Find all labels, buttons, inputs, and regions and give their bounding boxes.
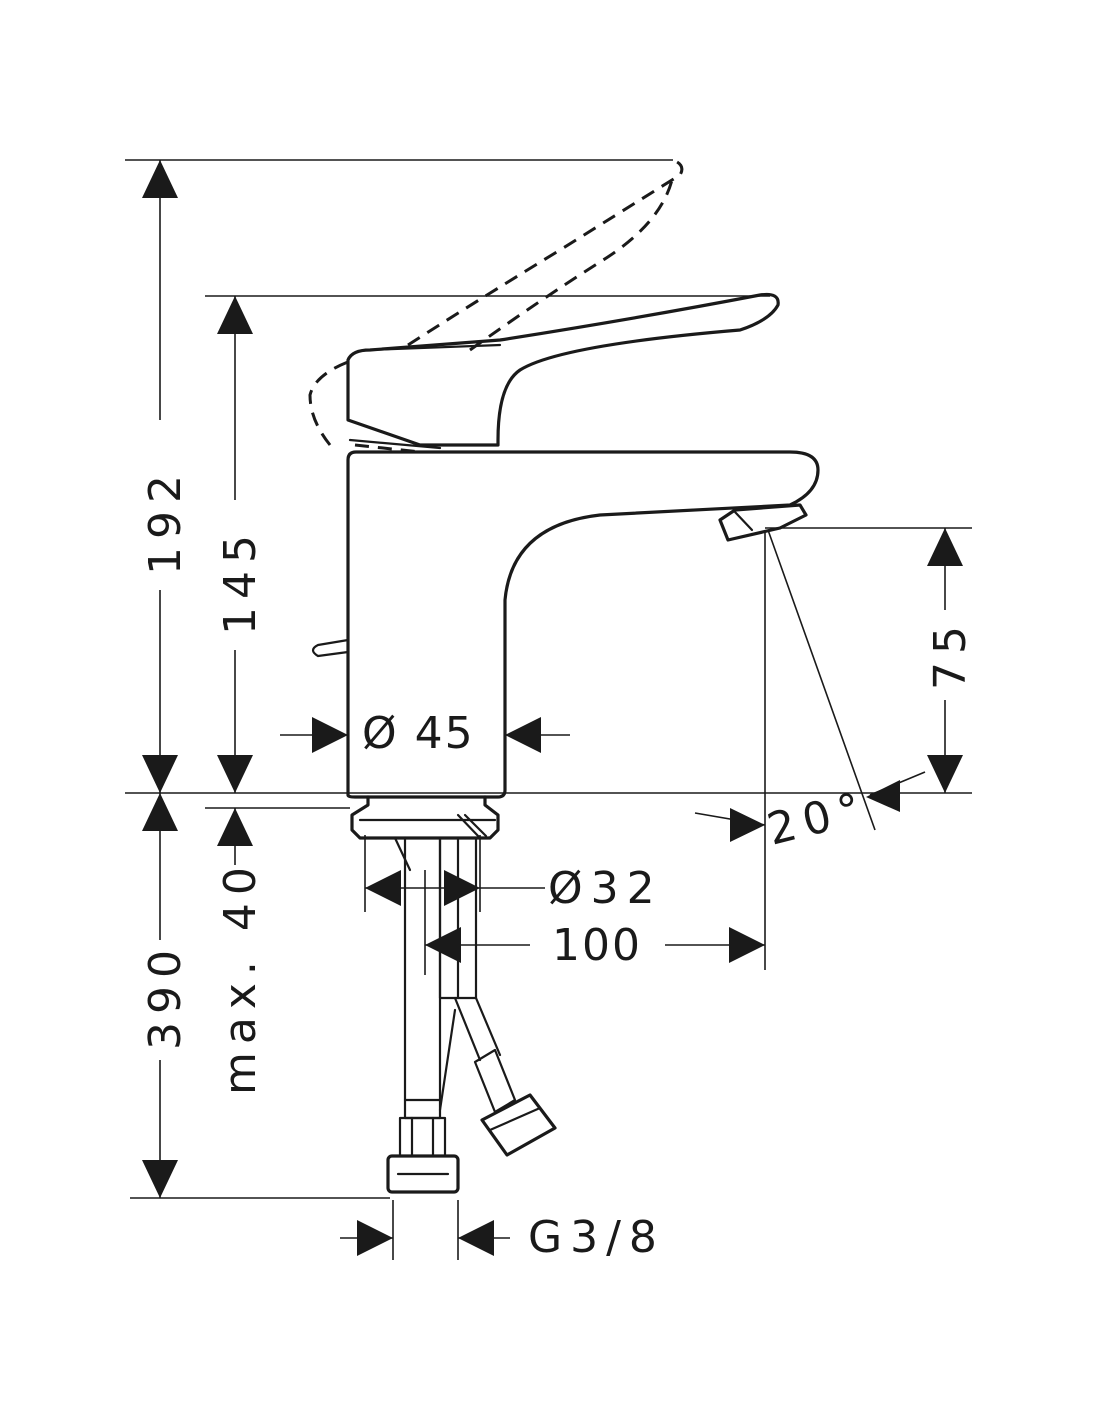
dim-390-label: 390 [140, 942, 191, 1050]
arrowheads [142, 160, 963, 1256]
dim-g38-label: G3/8 [528, 1212, 665, 1263]
dim-diameter45-label: Ø 45 [362, 708, 475, 759]
dimension-labels: 192 145 75 390 max. 40 Ø 45 Ø32 100 20° … [140, 467, 976, 1263]
mounting-parts [350, 795, 557, 1194]
dim-diameter32-label: Ø32 [548, 863, 663, 914]
dimension-lines [125, 159, 972, 1260]
dim-max40-label: max. 40 [215, 859, 266, 1095]
dim-75-label: 75 [925, 618, 976, 690]
dim-100-label: 100 [552, 920, 642, 971]
dim-192-label: 192 [140, 467, 191, 575]
dim-145-label: 145 [215, 527, 266, 635]
faucet-outline [308, 158, 820, 799]
